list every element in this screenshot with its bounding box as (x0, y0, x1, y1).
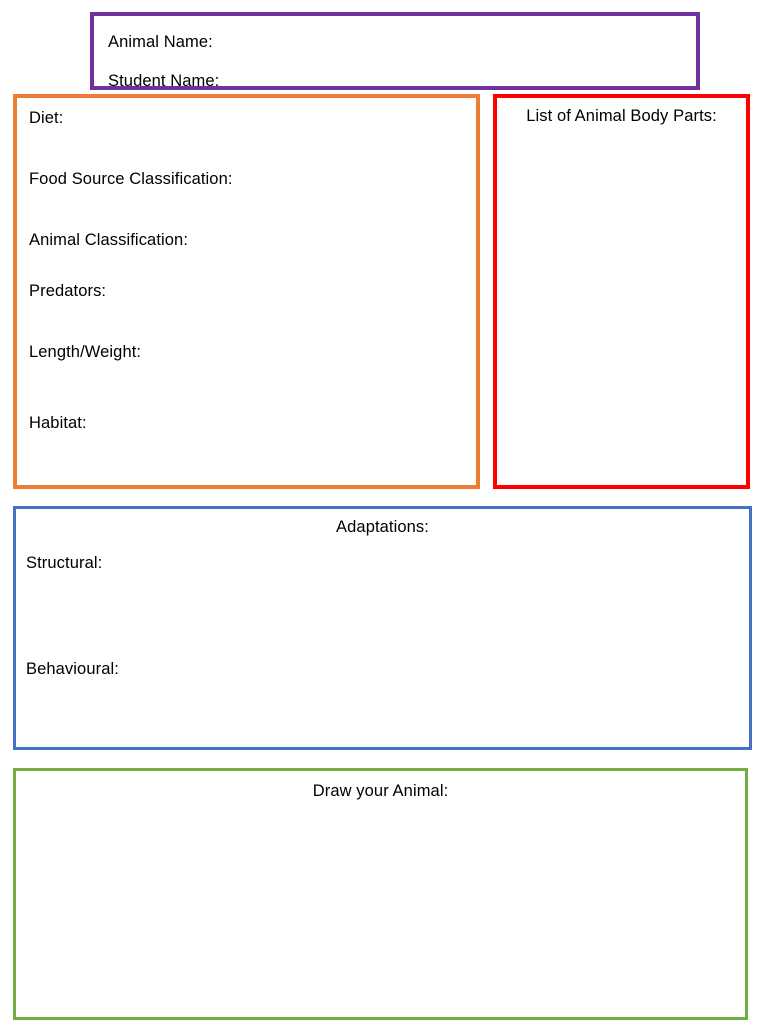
adaptations-content: Adaptations: Structural: Behavioural: (16, 509, 749, 747)
draw-animal-heading: Draw your Animal: (312, 782, 449, 800)
animal-facts-list: Diet: Food Source Classification: Animal… (17, 98, 476, 485)
animal-name-label: Animal Name: (108, 33, 213, 51)
header-name-box: Animal Name: Student Name: (90, 12, 700, 90)
student-name-label: Student Name: (108, 71, 220, 90)
fact-label-diet: Diet: (29, 109, 64, 127)
adaptation-label-structural: Structural: (26, 554, 103, 572)
fact-label-food-source-classification: Food Source Classification: (29, 170, 233, 188)
adaptation-label-behavioural: Behavioural: (26, 660, 119, 678)
adaptations-box: Adaptations: Structural: Behavioural: (13, 506, 752, 750)
animal-facts-box: Diet: Food Source Classification: Animal… (13, 94, 480, 489)
fact-label-predators: Predators: (29, 282, 107, 300)
adaptations-heading: Adaptations: (336, 518, 429, 536)
fact-label-animal-classification: Animal Classification: (29, 231, 189, 249)
draw-animal-box: Draw your Animal: (13, 768, 748, 1020)
fact-label-length-weight: Length/Weight: (29, 343, 142, 361)
body-parts-heading: List of Animal Body Parts: (526, 107, 717, 125)
body-parts-box: List of Animal Body Parts: (493, 94, 750, 489)
fact-label-habitat: Habitat: (29, 414, 87, 432)
